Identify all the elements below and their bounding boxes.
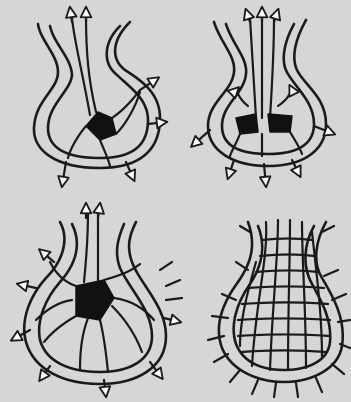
- panel-top-left: [34, 8, 166, 186]
- panel-bottom-right: [208, 220, 350, 397]
- spine: [296, 383, 298, 397]
- outer-wall: [34, 22, 160, 168]
- arrow: [18, 284, 36, 288]
- arrow: [192, 130, 210, 146]
- arrow: [104, 380, 106, 396]
- spine: [166, 298, 182, 300]
- grid-line: [248, 287, 324, 289]
- channel: [250, 18, 256, 118]
- grid-line: [238, 319, 330, 321]
- grid-line: [260, 255, 314, 257]
- grid-line: [238, 335, 330, 337]
- arrow: [274, 10, 278, 22]
- spine: [324, 270, 338, 276]
- arrow: [164, 318, 180, 322]
- grid-line: [302, 222, 306, 368]
- grid-line: [262, 239, 312, 241]
- channel: [84, 212, 88, 282]
- spine: [214, 354, 228, 362]
- internal-line: [100, 140, 110, 166]
- arrow: [246, 10, 250, 22]
- panel-bottom-left: [12, 204, 182, 396]
- internal-line: [100, 320, 108, 372]
- outer-wall: [208, 20, 326, 166]
- arrow: [12, 330, 30, 340]
- arrow: [98, 204, 100, 218]
- spine: [208, 336, 224, 340]
- spine: [252, 380, 258, 394]
- internal-line: [112, 306, 142, 352]
- dark-region: [76, 280, 114, 320]
- spine: [332, 364, 344, 374]
- grid-line: [242, 303, 328, 305]
- internal-line: [44, 316, 76, 342]
- grid-line: [242, 351, 326, 353]
- internal-line: [80, 318, 88, 370]
- dark-region: [86, 112, 116, 140]
- grid-line: [252, 222, 266, 366]
- spine: [230, 370, 240, 382]
- arrow: [148, 122, 166, 124]
- spine: [316, 378, 322, 392]
- grid-line: [288, 220, 290, 370]
- panel-top-right: [192, 8, 334, 186]
- arrow: [228, 160, 234, 178]
- arrow: [264, 164, 266, 186]
- spine: [332, 294, 346, 300]
- arrow: [70, 8, 72, 22]
- inner-wall: [222, 24, 314, 154]
- arrow-curve: [278, 86, 291, 106]
- spine: [166, 280, 180, 286]
- spine: [274, 383, 276, 397]
- dark-region: [268, 114, 292, 132]
- arrow: [62, 162, 66, 186]
- radiating-spines: [208, 226, 350, 397]
- arrow: [40, 250, 54, 262]
- dark-region: [236, 114, 258, 134]
- grid-line: [256, 271, 318, 273]
- spine: [160, 262, 172, 270]
- grid-line: [270, 220, 278, 370]
- spine: [212, 316, 228, 318]
- channel: [270, 18, 274, 118]
